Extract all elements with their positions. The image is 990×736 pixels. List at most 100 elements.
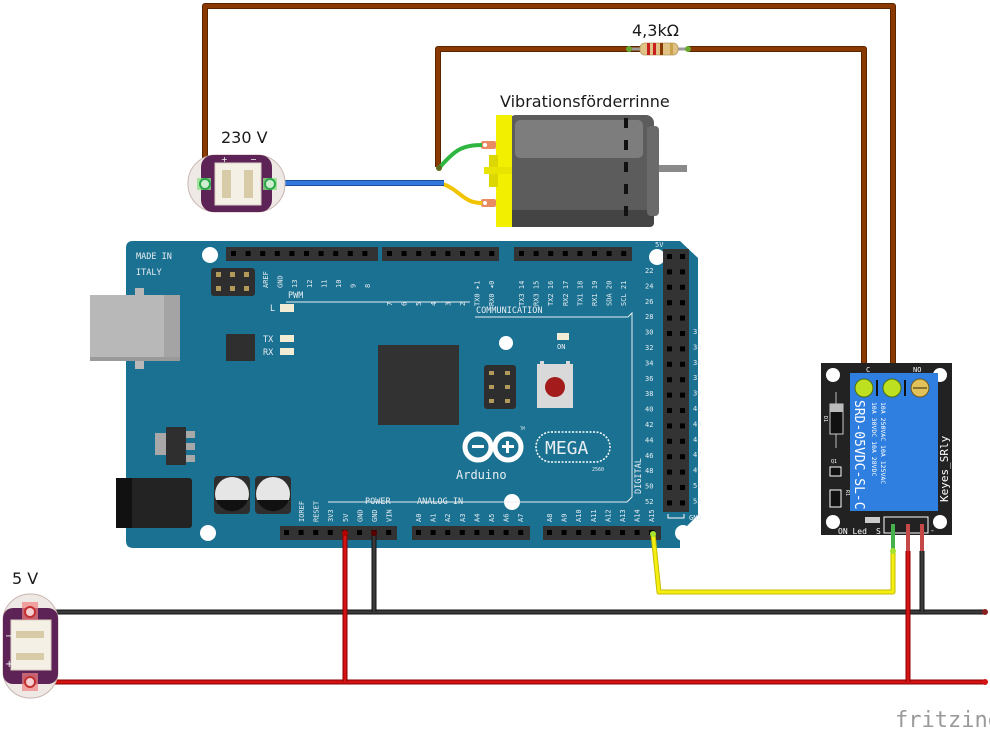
header-pin[interactable]	[667, 408, 672, 413]
header-pin[interactable]	[667, 361, 672, 367]
header-pin[interactable]	[680, 469, 685, 475]
header-pin[interactable]	[313, 530, 319, 535]
header-pin[interactable]	[667, 346, 672, 352]
header-pin[interactable]	[680, 438, 685, 444]
wire-brown-motor-to-resistor[interactable]	[435, 46, 640, 167]
header-right-digital[interactable]	[663, 249, 689, 512]
header-pin[interactable]	[680, 284, 685, 290]
header-pin[interactable]	[667, 254, 672, 259]
header-pin[interactable]	[260, 251, 266, 256]
dc-motor-vibrationsfoerderrinne[interactable]	[481, 115, 687, 227]
header-pin[interactable]	[680, 408, 685, 413]
header-pin[interactable]	[667, 454, 672, 460]
header-pin[interactable]	[680, 454, 685, 460]
header-pin[interactable]	[680, 254, 685, 259]
header-pin[interactable]	[667, 438, 672, 444]
header-pin[interactable]	[667, 315, 672, 321]
header-pin[interactable]	[489, 530, 494, 535]
header-pin[interactable]	[620, 530, 625, 535]
header-pin[interactable]	[667, 269, 672, 275]
header-pin[interactable]	[680, 346, 685, 352]
header-pin[interactable]	[274, 251, 280, 256]
header-pin[interactable]	[430, 530, 436, 535]
relay-module-keyes-srly[interactable]: C NO SRD-05VDC-SL-C 10A 250VAC 10A 125VA…	[821, 363, 952, 536]
header-pin[interactable]	[667, 331, 672, 336]
header-pin[interactable]	[680, 361, 685, 367]
reset-button[interactable]	[537, 361, 573, 408]
header-pin[interactable]	[680, 269, 685, 275]
header-top-mid[interactable]	[382, 247, 499, 261]
header-pin[interactable]	[680, 300, 685, 306]
header-pin[interactable]	[561, 530, 567, 535]
header-pin[interactable]	[680, 331, 685, 336]
header-pin[interactable]	[621, 251, 627, 256]
header-pin[interactable]	[357, 530, 362, 535]
header-pin[interactable]	[416, 530, 421, 535]
header-pin[interactable]	[362, 251, 368, 256]
header-pin[interactable]	[680, 377, 685, 383]
header-pin[interactable]	[680, 315, 685, 321]
header-pin[interactable]	[519, 251, 524, 256]
wire-brown-ac-plus-to-relay-no[interactable]	[202, 3, 896, 385]
header-pin[interactable]	[667, 300, 672, 306]
header-pin[interactable]	[347, 251, 353, 256]
header-pin[interactable]	[503, 530, 509, 535]
header-power[interactable]	[280, 526, 397, 540]
relay-terminal-c[interactable]	[854, 378, 874, 398]
header-pin[interactable]	[533, 251, 539, 256]
header-pin[interactable]	[474, 251, 480, 256]
header-pin[interactable]	[667, 500, 672, 506]
header-pin[interactable]	[562, 251, 568, 256]
header-pin[interactable]	[577, 251, 583, 256]
dc-power-connector-5v[interactable]: − +	[2, 593, 59, 699]
header-pin[interactable]	[680, 500, 685, 506]
header-pin[interactable]	[667, 377, 672, 383]
ac-power-connector[interactable]: + −	[187, 154, 286, 213]
header-pin[interactable]	[489, 251, 495, 256]
wire-brown-resistor-to-relay-c[interactable]	[688, 46, 867, 385]
header-pin[interactable]	[459, 530, 465, 535]
header-pin[interactable]	[680, 392, 685, 398]
header-pin[interactable]	[548, 251, 554, 256]
header-pin[interactable]	[387, 251, 392, 256]
header-pin[interactable]	[318, 251, 324, 256]
header-pin[interactable]	[231, 251, 236, 256]
header-pin[interactable]	[333, 251, 339, 256]
header-pin[interactable]	[289, 251, 295, 256]
header-pin[interactable]	[680, 485, 685, 490]
header-pin[interactable]	[284, 530, 289, 535]
header-pin[interactable]	[445, 530, 451, 535]
header-pin[interactable]	[667, 284, 672, 290]
header-pin[interactable]	[327, 530, 333, 535]
header-pin[interactable]	[245, 251, 251, 256]
header-pin[interactable]	[401, 251, 407, 256]
header-pin[interactable]	[590, 530, 596, 535]
header-analog-b[interactable]	[543, 526, 661, 540]
header-pin[interactable]	[605, 530, 611, 535]
header-pin[interactable]	[667, 423, 672, 429]
header-pin[interactable]	[680, 423, 685, 429]
header-pin[interactable]	[430, 251, 436, 256]
header-pin[interactable]	[592, 251, 597, 256]
header-pin[interactable]	[298, 530, 304, 535]
header-pin[interactable]	[667, 469, 672, 475]
header-pin[interactable]	[576, 530, 582, 535]
resistor-4k3[interactable]	[626, 42, 691, 56]
header-top-comm[interactable]	[514, 247, 632, 261]
header-pin[interactable]	[667, 392, 672, 398]
wire-yellow-a15-to-relay-s[interactable]	[650, 531, 896, 595]
relay-terminal-no[interactable]	[882, 378, 902, 398]
header-top-left[interactable]	[226, 247, 378, 261]
header-pin[interactable]	[474, 530, 480, 535]
header-pin[interactable]	[460, 251, 465, 256]
header-pin[interactable]	[667, 485, 672, 490]
header-pin[interactable]	[445, 251, 451, 256]
header-pin[interactable]	[304, 251, 309, 256]
header-analog-a[interactable]	[412, 526, 530, 540]
header-pin[interactable]	[634, 530, 640, 535]
header-pin[interactable]	[547, 530, 552, 535]
header-pin[interactable]	[518, 530, 524, 535]
header-pin[interactable]	[386, 530, 392, 535]
header-pin[interactable]	[416, 251, 422, 256]
